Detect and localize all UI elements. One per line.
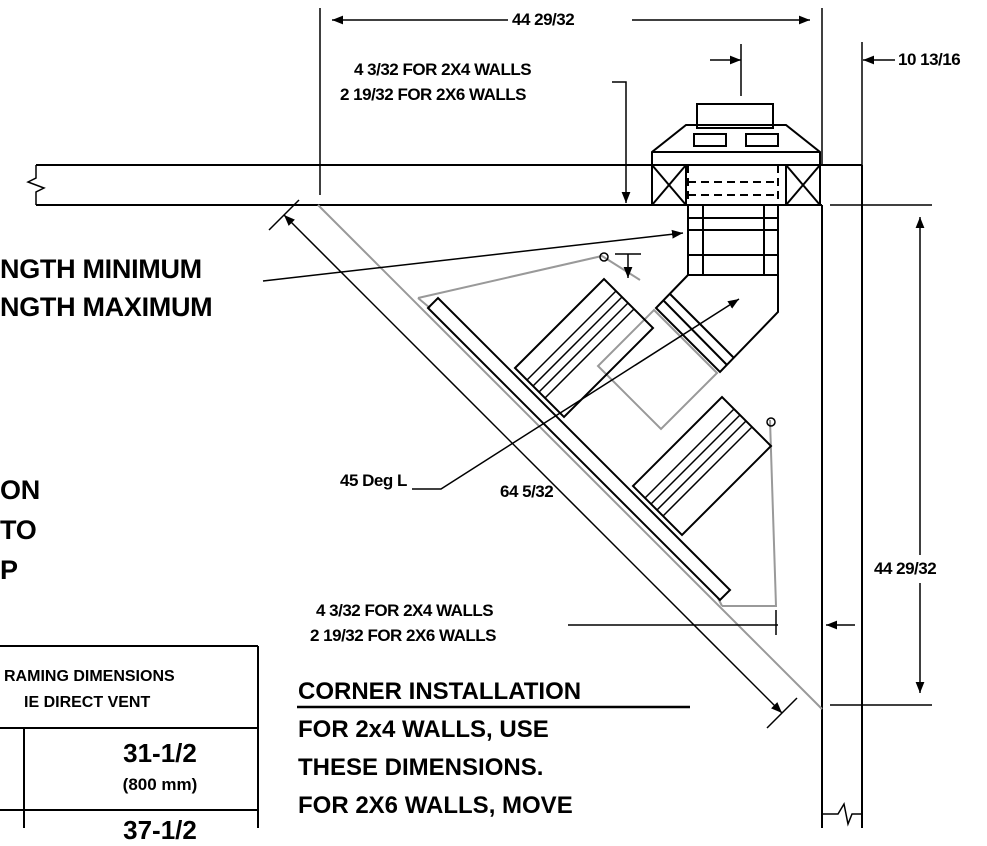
table-header-1: RAMING DIMENSIONS: [4, 668, 175, 685]
framing-table-grid: [0, 645, 259, 828]
table-header-2: IE DIRECT VENT: [24, 694, 151, 711]
top-width-dimension: 44 29/32: [512, 10, 575, 29]
left-note-line-1: ON: [0, 475, 40, 505]
vertical-wall: [821, 165, 863, 828]
vertical-dimension: 44 29/32: [874, 559, 937, 578]
diagonal-dimension: 64 5/32: [500, 482, 554, 501]
corner-installation-title: CORNER INSTALLATION: [298, 678, 582, 705]
right-offset-dimension: 10 13/16: [898, 50, 961, 69]
table-value-1: 31-1/2: [123, 738, 197, 768]
table-value-1-metric: (800 mm): [122, 775, 198, 794]
corner-installation-diagram: [0, 8, 932, 828]
termination-cap: [651, 103, 821, 206]
corner-note-line-3: FOR 2X6 WALLS, MOVE: [298, 792, 573, 819]
wall-2x4-top-label: 4 3/32 FOR 2X4 WALLS: [354, 60, 532, 79]
vent-pipe: [654, 204, 779, 374]
fireplace-body: [426, 252, 776, 602]
table-value-2: 37-1/2: [123, 815, 197, 845]
left-note-line-2: TO: [0, 515, 37, 545]
elbow-label: 45 Deg L: [340, 471, 407, 490]
length-maximum-label: NGTH MAXIMUM: [0, 292, 213, 322]
dimension-lines: [262, 8, 932, 729]
wall-2x6-bottom-label: 2 19/32 FOR 2X6 WALLS: [310, 626, 497, 645]
corner-note-line-2: THESE DIMENSIONS.: [298, 754, 544, 781]
left-note-line-3: P: [0, 555, 18, 585]
wall-2x4-bottom-label: 4 3/32 FOR 2X4 WALLS: [316, 601, 494, 620]
length-minimum-label: NGTH MINIMUM: [0, 254, 202, 284]
corner-note-line-1: FOR 2x4 WALLS, USE: [298, 716, 549, 743]
wall-2x6-top-label: 2 19/32 FOR 2X6 WALLS: [340, 85, 527, 104]
horizontal-wall: [26, 164, 862, 206]
